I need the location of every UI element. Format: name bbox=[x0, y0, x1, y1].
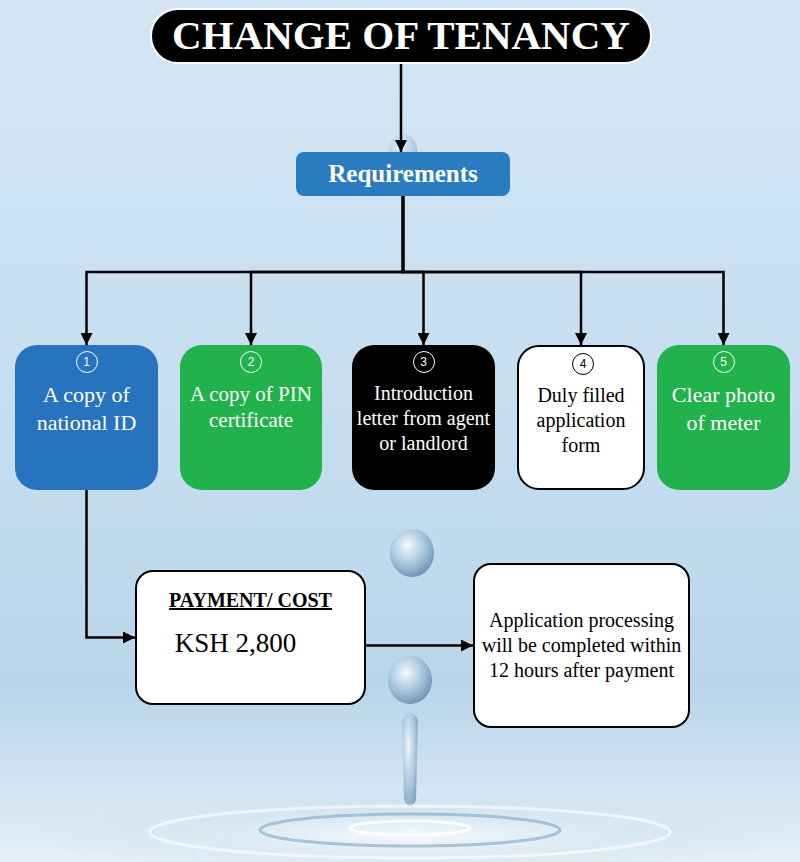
water-ripple bbox=[30, 795, 790, 862]
water-splash bbox=[402, 713, 418, 807]
water-ripple bbox=[150, 806, 670, 858]
requirement-box: Clear photo of meter 5 bbox=[657, 345, 790, 490]
number-circle: 2 bbox=[240, 351, 262, 373]
connector-arrow bbox=[251, 196, 403, 345]
result-text: Application processing will be completed… bbox=[481, 608, 682, 683]
number-circle: 3 bbox=[413, 351, 435, 373]
requirement-text: Duly filled application form bbox=[523, 383, 639, 458]
payment-text: KSH 2,800 bbox=[175, 627, 297, 661]
requirement-box: Duly filled application form 4 bbox=[517, 345, 645, 490]
connector-arrow bbox=[403, 196, 424, 345]
requirement-box: Introduction letter from agent or landlo… bbox=[352, 345, 495, 490]
callout-number: 3 bbox=[420, 356, 427, 368]
connector-arrow bbox=[400, 64, 403, 152]
number-circle: 1 bbox=[76, 351, 98, 373]
heading-text: Requirements bbox=[328, 158, 478, 189]
connector-arrow bbox=[403, 196, 724, 345]
requirement-text: A copy of national ID bbox=[19, 381, 154, 436]
connector-arrow bbox=[366, 644, 473, 647]
callout-number: 1 bbox=[83, 356, 90, 368]
callout-number: 2 bbox=[248, 356, 255, 368]
connector-arrow bbox=[87, 490, 136, 638]
callout-number: 4 bbox=[580, 358, 587, 370]
number-circle: 4 bbox=[572, 353, 594, 375]
title-box: CHANGE OF TENANCY bbox=[150, 8, 652, 64]
number-circle: 5 bbox=[713, 351, 735, 373]
callout-number: 5 bbox=[720, 356, 727, 368]
payment-box: PAYMENT/ COST KSH 2,800 bbox=[135, 570, 366, 705]
water-drop bbox=[388, 656, 432, 704]
result-box: Application processing will be completed… bbox=[473, 563, 690, 728]
payment-text: PAYMENT/ COST bbox=[169, 588, 332, 613]
connector-arrow bbox=[403, 196, 581, 345]
requirement-box: A copy of national ID 1 bbox=[15, 345, 158, 490]
requirement-box: A copy of PIN certificate 2 bbox=[180, 345, 322, 490]
water-drop bbox=[390, 529, 434, 577]
requirement-text: A copy of PIN certificate bbox=[184, 381, 318, 434]
requirement-text: Clear photo of meter bbox=[661, 381, 786, 436]
water-ripple bbox=[260, 814, 560, 846]
requirement-text: Introduction letter from agent or landlo… bbox=[356, 381, 491, 456]
heading-box: Requirements bbox=[296, 152, 510, 196]
title-text: CHANGE OF TENANCY bbox=[172, 10, 630, 61]
water-ripple bbox=[350, 821, 470, 835]
connector-arrow bbox=[87, 196, 404, 345]
